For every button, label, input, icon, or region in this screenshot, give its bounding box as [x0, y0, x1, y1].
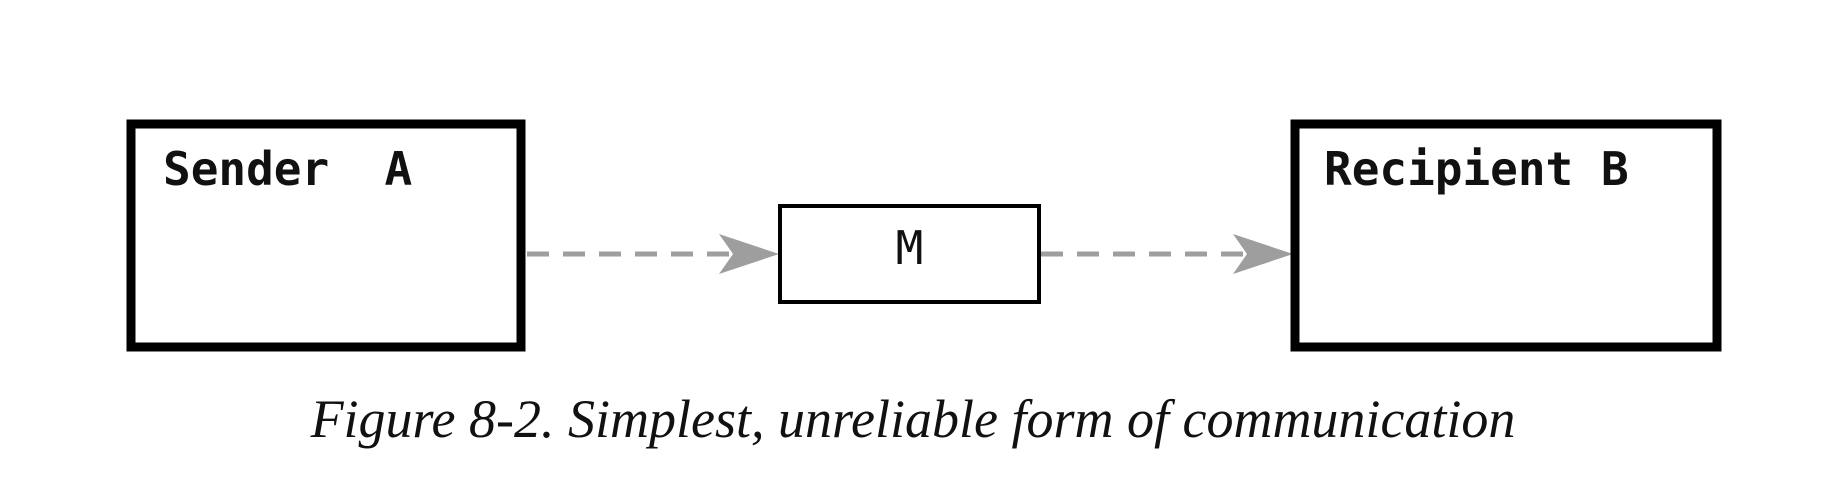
figure-caption: Figure 8-2. Simplest, unreliable form of… [310, 389, 1516, 449]
message-node: M [778, 204, 1041, 304]
recipient-label: Recipient B [1324, 142, 1629, 196]
message-box [778, 204, 1041, 304]
sender-label: Sender A [163, 142, 412, 196]
message-label: M [896, 221, 924, 275]
recipient-node: Recipient B [1290, 119, 1722, 352]
diagram-canvas: Sender A M Recipient B [126, 119, 1722, 352]
sender-node: Sender A [126, 119, 526, 352]
sender-box [126, 119, 526, 352]
recipient-box [1290, 119, 1722, 352]
